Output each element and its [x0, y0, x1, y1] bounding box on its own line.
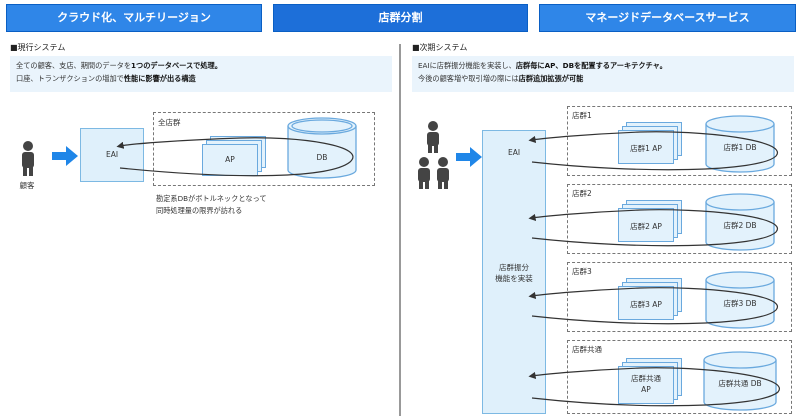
ap-label-group-1: 店群1 AP	[630, 144, 662, 153]
bottleneck-note: 勘定系DBがボトルネックとなって 同時処理量の限界が訪れる	[156, 194, 267, 215]
ap-card-2	[618, 208, 674, 242]
current-system-description: 全ての顧客、支店、期間のデータを1つのデータベースで処理。 口座、トランザクショ…	[10, 56, 392, 92]
flow-loop-group-1	[528, 131, 779, 171]
flow-loop-group-2	[528, 209, 779, 247]
store-group-1-label: 店群1	[572, 111, 592, 120]
eai-function-label: 店群振分 機能を実装	[495, 263, 533, 283]
person-icon	[427, 121, 439, 153]
next-system-title: ■次期システム	[412, 43, 468, 52]
request-arrow-icon	[456, 147, 482, 167]
ap-card-common	[618, 366, 674, 404]
person-icon	[437, 157, 449, 189]
request-arrow-icon	[52, 146, 78, 166]
all-stores-label: 全店群	[158, 118, 181, 127]
tab-cloud-multiregion[interactable]: クラウド化、マルチリージョン	[6, 4, 262, 32]
tab-store-group-split[interactable]: 店群分割	[273, 4, 528, 32]
db-label-group-common: 店群共通 DB	[718, 378, 761, 388]
store-group-common	[567, 340, 792, 414]
next-system-description: EAIに店群振分機能を実装し、店群毎にAP、DBを配置するアーキテクチャ。 今後…	[412, 56, 794, 92]
all-stores-group	[153, 112, 375, 186]
flow-loop-group-common	[528, 367, 781, 407]
db-label-group-3: 店群3 DB	[723, 298, 756, 308]
ap-label-group-common: 店群共通 AP	[631, 374, 661, 394]
db-label-group-2: 店群2 DB	[723, 220, 756, 230]
flow-loop-current	[116, 137, 354, 177]
customer-label: 顧客	[19, 181, 35, 190]
ap-card-3	[618, 286, 674, 320]
eai-label-current: EAI	[105, 150, 119, 159]
current-system-title: ■現行システム	[10, 43, 66, 52]
person-icon	[22, 141, 34, 176]
eai-box-current	[80, 128, 144, 182]
flow-loop-group-3	[528, 287, 779, 325]
ap-card-current	[202, 144, 258, 176]
store-group-common-label: 店群共通	[572, 345, 602, 354]
section-divider	[399, 44, 401, 416]
database-icon	[703, 351, 777, 411]
store-group-3-label: 店群3	[572, 267, 592, 276]
ap-label-current: AP	[225, 155, 235, 164]
store-group-2-label: 店群2	[572, 189, 592, 198]
store-group-2	[567, 184, 792, 254]
store-group-1	[567, 106, 792, 176]
eai-label-next: EAI	[507, 148, 521, 157]
database-icon	[287, 117, 357, 179]
eai-box-next	[482, 130, 546, 414]
ap-label-group-2: 店群2 AP	[630, 222, 662, 231]
ap-label-group-3: 店群3 AP	[630, 300, 662, 309]
store-group-3	[567, 262, 792, 332]
db-label-current: DB	[317, 153, 328, 162]
tab-managed-db-service[interactable]: マネージドデータベースサービス	[539, 4, 796, 32]
db-label-group-1: 店群1 DB	[723, 142, 756, 152]
person-icon	[418, 157, 430, 189]
ap-card-1	[618, 130, 674, 164]
